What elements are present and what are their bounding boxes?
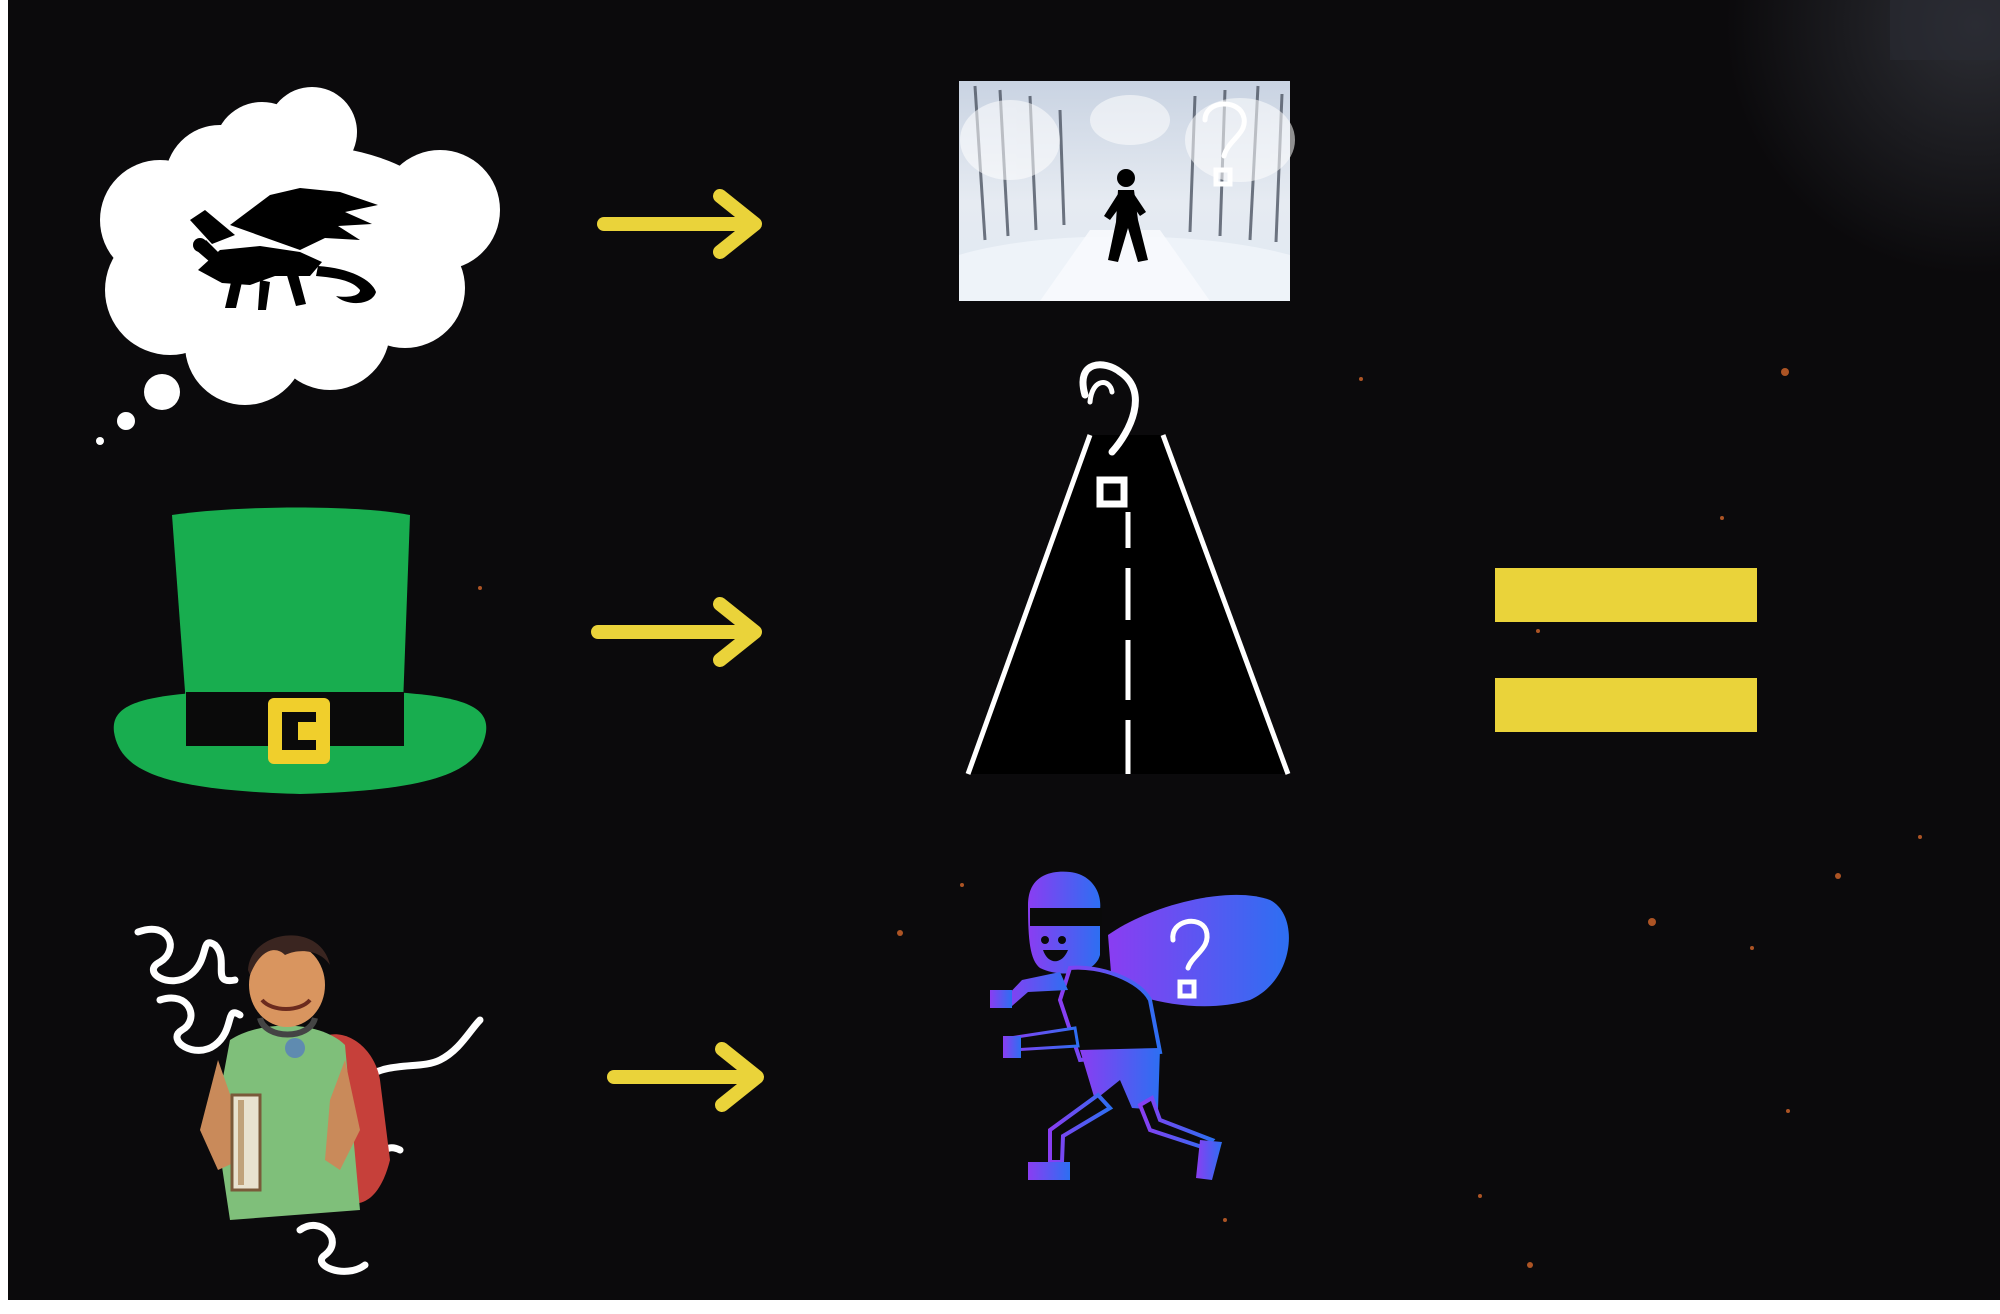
ember-sparks (478, 368, 1922, 1268)
background-smoke (1890, 0, 2000, 60)
question-mark-icon-photo (1202, 101, 1247, 187)
thief-icon (990, 871, 1289, 1180)
road-icon (965, 434, 1291, 775)
arrow-right-icon-row3 (607, 1042, 764, 1112)
walker-icon (1104, 169, 1148, 262)
student-illustration (134, 925, 484, 1275)
snowy-forest-walker-photo (959, 81, 1295, 301)
dragon-icon (190, 188, 378, 310)
background-glow (1500, 0, 2000, 500)
arrow-right-icon-row1 (597, 189, 762, 259)
question-mark-icon-road (1079, 361, 1139, 508)
equals-sign-icon (1495, 568, 1757, 732)
question-mark-icon-bag (1170, 918, 1210, 999)
arrow-right-icon-row2 (591, 597, 762, 667)
leprechaun-hat-icon (113, 507, 487, 794)
